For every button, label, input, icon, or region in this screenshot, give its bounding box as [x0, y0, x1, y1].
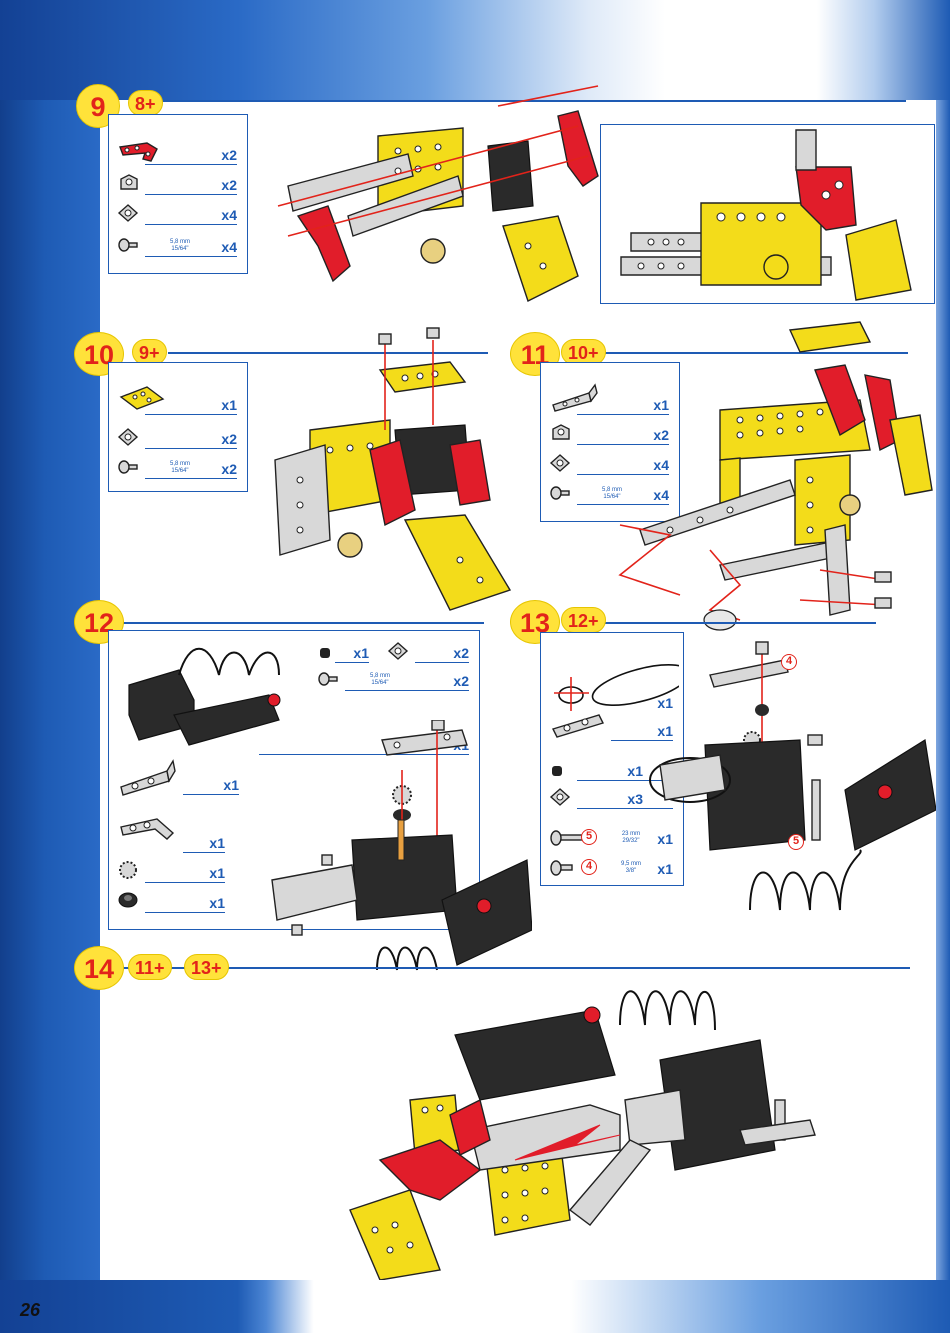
step-12-rule: [120, 622, 484, 624]
part-row: x2: [109, 171, 247, 199]
bottom-color-band: [0, 1280, 950, 1333]
right-color-band: [936, 100, 950, 1333]
step-14-number: 14: [74, 946, 124, 990]
bent-strip-icon: [549, 709, 609, 739]
part-qty: x1: [223, 777, 239, 793]
step-14-assembly-illustration: [330, 980, 830, 1280]
step-14-rule: [120, 967, 910, 969]
step-9-parts-list: x2 x2 x4 5,8 mm15/64" x4: [108, 114, 248, 274]
ref-callout: 4: [781, 654, 797, 670]
ref-badge: 5: [581, 829, 597, 845]
step-12-assembly-illustration: [262, 720, 532, 972]
angle-strip-icon: [549, 383, 599, 413]
step-9-detail-view: [600, 124, 935, 304]
part-qty: x2: [221, 461, 237, 477]
collar-icon: [549, 763, 565, 779]
nut-icon: [117, 427, 139, 447]
step-13-rule: [604, 622, 876, 624]
part-qty: x2: [221, 431, 237, 447]
screw-icon: [549, 483, 571, 503]
part-row: x1: [109, 859, 235, 887]
ref-badge: 4: [581, 859, 597, 875]
step-14-previous-2: 13+: [184, 954, 229, 980]
part-row: x4: [109, 201, 247, 229]
step-9-assembly-illustration: [258, 66, 603, 316]
screw-icon: [317, 669, 339, 689]
screw-length: 5,8 mm: [155, 461, 205, 468]
nut-icon: [549, 453, 571, 473]
step-13-previous: 12+: [561, 607, 606, 633]
screw-length: 5,8 mm: [355, 673, 405, 680]
collar-icon: [317, 645, 333, 661]
part-row: x2: [109, 141, 247, 169]
yellow-plate-icon: [117, 383, 167, 413]
part-qty: x1: [209, 865, 225, 881]
step-9-previous: 8+: [128, 90, 163, 116]
nut-icon: [549, 787, 571, 807]
part-row: x1: [309, 639, 379, 667]
part-qty: x1: [209, 835, 225, 851]
angle-bracket-icon: [117, 173, 141, 193]
nut-icon: [117, 203, 139, 223]
step-11-assembly-illustration: [600, 310, 935, 640]
part-row: x1: [109, 391, 247, 419]
screw-length-inch: 15/64": [155, 468, 205, 475]
part-qty: x1: [353, 645, 369, 661]
screw-length-inch: 15/64": [155, 246, 205, 253]
step-14-previous-1: 11+: [128, 954, 172, 980]
screw-icon: [117, 457, 139, 477]
angle-bracket-icon: [549, 423, 573, 443]
step-13-assembly-illustration: [640, 640, 936, 920]
part-qty: x2: [453, 673, 469, 689]
part-qty: x4: [221, 207, 237, 223]
page-number: 26: [20, 1300, 40, 1321]
screw-icon: [549, 859, 575, 877]
screw-length: 5,8 mm: [155, 239, 205, 246]
part-qty: x2: [453, 645, 469, 661]
part-row: x1: [109, 771, 249, 799]
part-row: x2: [379, 639, 479, 667]
left-color-band: [0, 0, 100, 1333]
part-qty: x4: [221, 239, 237, 255]
part-row: 5,8 mm15/64" x2: [309, 667, 479, 695]
part-qty: x1: [221, 397, 237, 413]
bent-strip-icon: [117, 815, 177, 855]
angle-strip-icon: [117, 757, 177, 797]
part-row: x1: [109, 889, 235, 917]
part-qty: x2: [221, 177, 237, 193]
screw-icon: [117, 235, 139, 255]
part-row: x2: [109, 425, 247, 453]
nut-icon: [387, 641, 409, 661]
part-qty: x1: [209, 895, 225, 911]
part-row: x1: [109, 829, 235, 857]
part-qty: x2: [221, 147, 237, 163]
screw-length-inch: 15/64": [355, 680, 405, 687]
red-angled-plate-icon: [117, 139, 163, 163]
ref-callout: 5: [788, 834, 804, 850]
step-10-assembly-illustration: [255, 320, 525, 620]
pulley-icon: [117, 889, 139, 911]
gear-icon: [117, 859, 139, 881]
